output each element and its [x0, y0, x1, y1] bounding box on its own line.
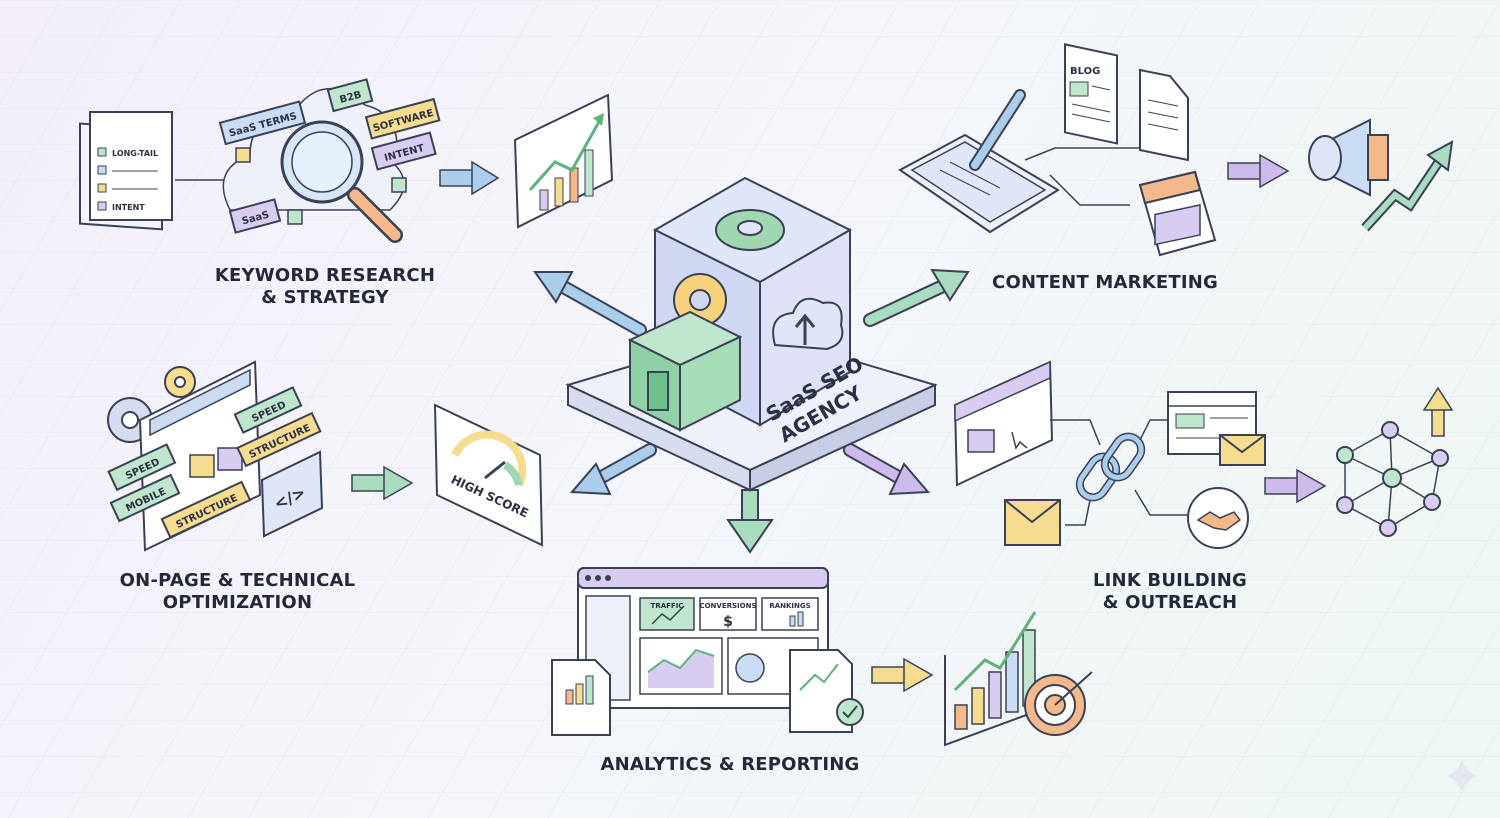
currency-symbol: $: [723, 614, 733, 630]
flow-arrow: [1264, 468, 1327, 504]
network-graph-icon: [1336, 421, 1449, 537]
keyword-research-section: LONG-TAIL INTENT SaaS TERMS B2B SOFTWARE…: [79, 78, 614, 243]
section-title-content: CONTENT MARKETING: [992, 272, 1218, 293]
code-window-icon: </>: [260, 450, 324, 538]
blog-label: BLOG: [1070, 66, 1100, 77]
cube-icon: [287, 209, 303, 225]
report-document: [551, 659, 611, 736]
tablet-icon: [898, 133, 1060, 234]
handshake-icon: [1187, 487, 1249, 549]
up-arrow-icon: [1422, 386, 1454, 437]
calendar-icon: [1138, 170, 1217, 257]
target-icon: [1024, 671, 1093, 736]
growth-chart-panel: [513, 93, 614, 229]
flow-arrow: [1227, 153, 1290, 189]
hub-arrow-onpage: [569, 443, 657, 496]
gear-icon: [164, 366, 196, 398]
hub-arrow-link: [843, 443, 931, 496]
cloud-upload-icon: [772, 297, 844, 351]
kpi-label: RANKINGS: [769, 602, 810, 610]
trend-up-arrow-icon: [1361, 140, 1454, 232]
flow-arrow: [439, 160, 500, 196]
section-title-link: LINK BUILDING & OUTREACH: [1092, 570, 1248, 613]
hub-arrow-keyword: [533, 271, 647, 337]
gear-icon: [715, 209, 785, 251]
center-hub: SaaS SEO AGENCY: [533, 176, 970, 554]
building-icon: [627, 310, 743, 432]
analytics-section: TRAFFIC CONVERSIONS $ RANKINGS: [551, 567, 1093, 747]
sparkle-icon: [1446, 760, 1478, 792]
checklist-item: LONG-TAIL: [112, 149, 158, 158]
hub-arrow-content: [863, 268, 970, 327]
kpi-label: CONVERSIONS: [699, 602, 756, 610]
checklist-item: INTENT: [112, 203, 145, 212]
content-marketing-section: BLOG: [898, 43, 1454, 257]
envelope-icon: [1004, 499, 1061, 546]
envelope-icon: [1219, 434, 1266, 466]
section-title-keyword: KEYWORD RESEARCH & STRATEGY: [214, 265, 436, 308]
browser-window: [953, 360, 1054, 487]
flow-arrow: [351, 465, 414, 501]
section-title-onpage: ON-PAGE & TECHNICAL OPTIMIZATION: [119, 570, 356, 613]
kpi-label: TRAFFIC: [651, 602, 684, 610]
magnifier-icon: [280, 120, 403, 243]
flow-arrow: [871, 657, 934, 693]
cube-icon: [391, 177, 407, 193]
growth-bar-chart-icon: [944, 611, 1041, 747]
pen-icon: [969, 89, 1026, 171]
megaphone-icon: [1308, 118, 1389, 197]
checklist-document: LONG-TAIL INTENT: [79, 111, 173, 231]
blog-document: BLOG: [1064, 43, 1118, 145]
document-icon: [1139, 68, 1189, 162]
section-title-analytics: ANALYTICS & REPORTING: [600, 754, 860, 775]
cube-icon: [235, 147, 251, 163]
report-document: [789, 649, 864, 733]
link-building-section: [953, 360, 1454, 549]
chain-link-icon: [1075, 432, 1146, 502]
